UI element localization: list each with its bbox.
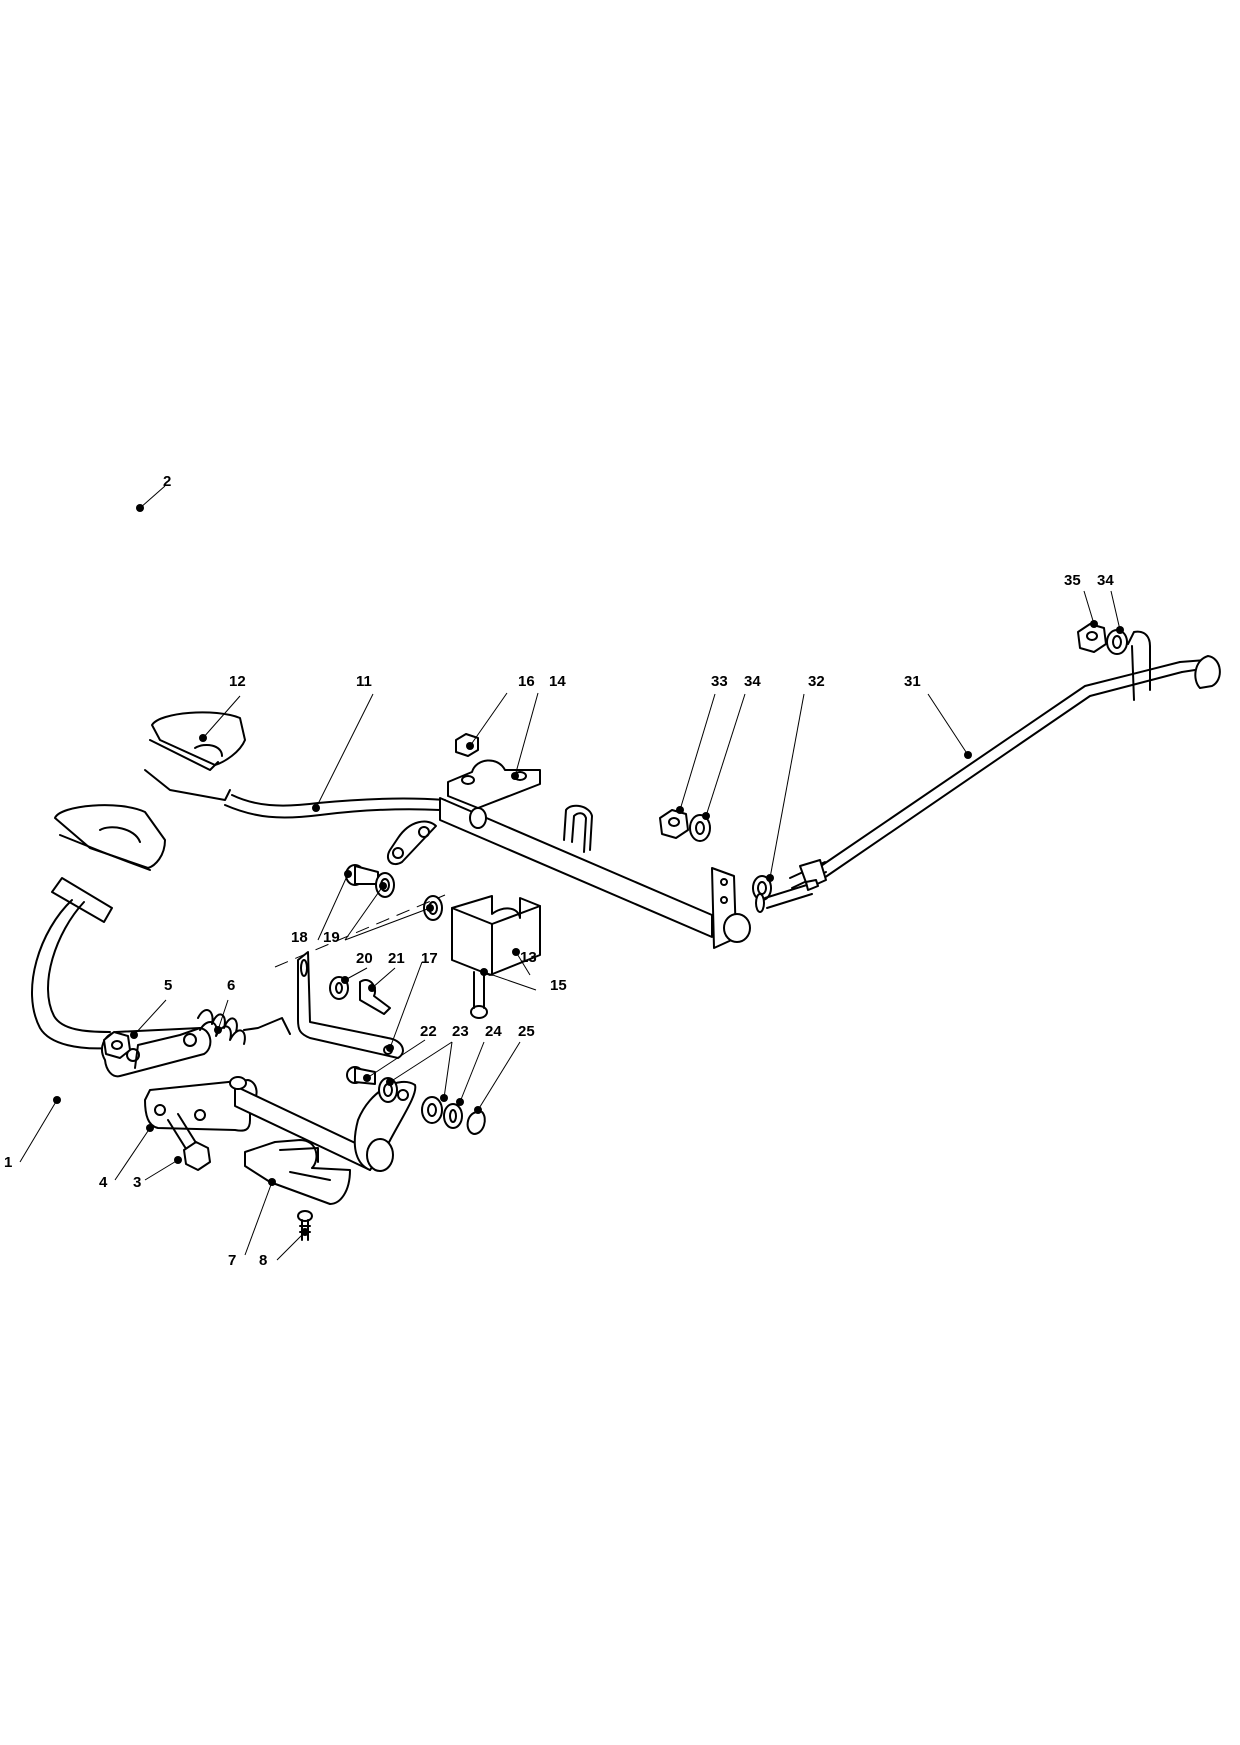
callout-24: 24 <box>485 1023 502 1040</box>
callout-14: 14 <box>549 673 566 690</box>
callout-11: 11 <box>356 673 372 690</box>
callout-31: 31 <box>904 673 921 690</box>
part-18-bolt <box>345 864 379 886</box>
callout-7: 7 <box>228 1252 236 1269</box>
callout-34-top: 34 <box>1097 572 1114 589</box>
callout-17: 17 <box>421 950 438 967</box>
callout-4: 4 <box>99 1174 108 1191</box>
part-2-pedal-pad <box>54 804 166 871</box>
part-33-nut <box>659 809 689 839</box>
part-24-washer <box>443 1103 463 1129</box>
callout-33: 33 <box>711 673 728 690</box>
callout-25: 25 <box>518 1023 535 1040</box>
callout-19: 19 <box>323 929 340 946</box>
part-3-bolt <box>167 1113 211 1171</box>
callout-35: 35 <box>1064 572 1081 589</box>
part-25-circlip <box>466 1111 486 1135</box>
callout-3: 3 <box>133 1174 141 1191</box>
part-19-washers <box>375 872 443 921</box>
leader-lines <box>19 485 1124 1261</box>
part-4-pedal-shaft <box>144 1076 417 1172</box>
callout-15: 15 <box>550 977 567 994</box>
callout-23: 23 <box>452 1023 469 1040</box>
part-6-spring <box>134 1009 291 1069</box>
callout-1: 1 <box>4 1154 12 1171</box>
part-14-clamp <box>447 759 541 809</box>
part-7-bracket <box>244 1139 351 1205</box>
callout-34-mid: 34 <box>744 673 761 690</box>
callout-6: 6 <box>227 977 235 994</box>
part-15-bolt <box>470 971 488 1019</box>
part-35-nut <box>1077 623 1107 653</box>
part-34-top-washer <box>1106 629 1128 655</box>
part-12-pedal-pad <box>144 711 246 801</box>
callout-8: 8 <box>259 1252 267 1269</box>
callout-5: 5 <box>164 977 172 994</box>
callout-13: 13 <box>520 949 537 966</box>
callout-2: 2 <box>163 473 171 490</box>
callout-12: 12 <box>229 673 246 690</box>
callout-labels: 1 2 3 4 5 6 7 8 11 12 13 14 15 16 17 18 … <box>4 473 1114 1269</box>
part-11-cross-shaft <box>224 794 751 949</box>
callout-18: 18 <box>291 929 308 946</box>
callout-20: 20 <box>356 950 373 967</box>
part-31-rod <box>755 630 1221 913</box>
callout-21: 21 <box>388 950 405 967</box>
callout-16: 16 <box>518 673 535 690</box>
part-34-washer <box>689 814 711 842</box>
callout-32: 32 <box>808 673 825 690</box>
callout-22: 22 <box>420 1023 437 1040</box>
part-5-nut <box>103 1031 131 1059</box>
